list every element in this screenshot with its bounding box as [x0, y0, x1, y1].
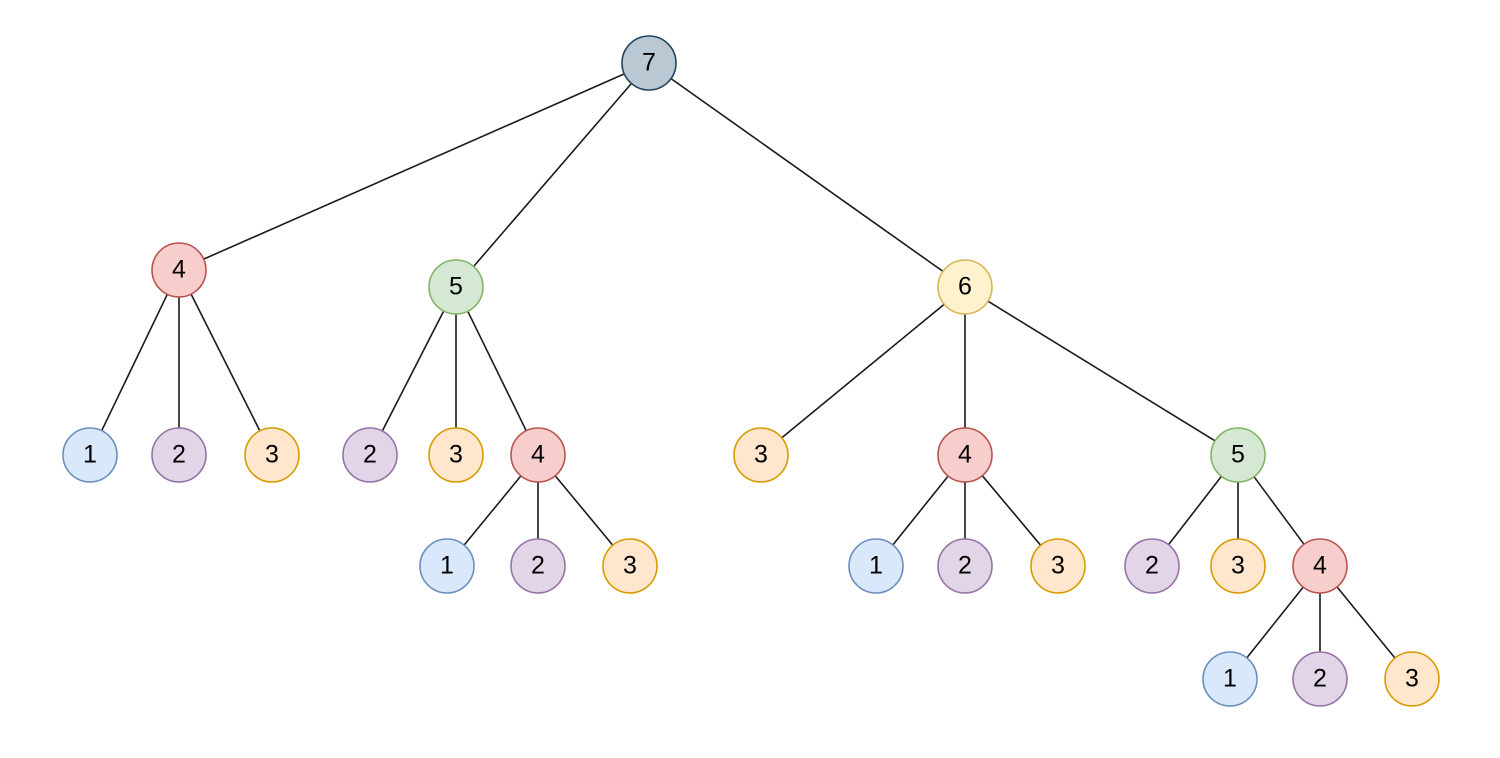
tree-edge [987, 300, 1216, 442]
tree-node-circle [1210, 427, 1266, 483]
tree-edge [670, 77, 944, 273]
tree-node-4: 4 [937, 427, 993, 483]
tree-node-label: 7 [642, 49, 656, 77]
tree-node-circle [151, 242, 207, 298]
tree-node-circle [937, 259, 993, 315]
tree-edge [190, 293, 261, 432]
tree-edge [1246, 586, 1304, 659]
tree-node-label: 5 [449, 273, 463, 301]
tree-node-2: 2 [510, 538, 566, 594]
tree-node-3: 3 [733, 427, 789, 483]
tree-node-circle [848, 538, 904, 594]
tree-node-circle [1292, 651, 1348, 707]
tree-node-5: 5 [1210, 427, 1266, 483]
tree-node-label: 3 [1051, 552, 1065, 580]
tree-edge [100, 293, 169, 432]
tree-edge [381, 310, 445, 432]
tree-node-label: 3 [1405, 665, 1419, 693]
tree-edge [1253, 476, 1305, 545]
tree-node-2: 2 [1292, 651, 1348, 707]
tree-node-3: 3 [244, 427, 300, 483]
tree-node-label: 1 [83, 441, 97, 469]
tree-node-circle [733, 427, 789, 483]
tree-edge [467, 310, 527, 432]
tree-node-circle [1030, 538, 1086, 594]
tree-node-label: 2 [1313, 665, 1327, 693]
tree-node-label: 2 [958, 552, 972, 580]
tree-node-3: 3 [1210, 538, 1266, 594]
tree-node-circle [244, 427, 300, 483]
tree-node-2: 2 [937, 538, 993, 594]
tree-node-label: 3 [754, 441, 768, 469]
tree-node-label: 2 [1145, 552, 1159, 580]
tree-node-3: 3 [1030, 538, 1086, 594]
tree-node-label: 4 [958, 441, 972, 469]
tree-node-label: 1 [869, 552, 883, 580]
tree-node-circle [342, 427, 398, 483]
tree-node-1: 1 [419, 538, 475, 594]
tree-edge [781, 303, 945, 439]
tree-node-circle [510, 538, 566, 594]
tree-node-4: 4 [1292, 538, 1348, 594]
tree-node-3: 3 [602, 538, 658, 594]
tree-node-circle [1202, 651, 1258, 707]
tree-node-label: 1 [1223, 665, 1237, 693]
tree-node-circle [937, 427, 993, 483]
tree-node-label: 5 [1231, 441, 1245, 469]
tree-node-1: 1 [848, 538, 904, 594]
tree-node-4: 4 [510, 427, 566, 483]
tree-node-label: 3 [1231, 552, 1245, 580]
tree-node-circle [428, 259, 484, 315]
tree-edge [203, 73, 625, 260]
tree-node-circle [151, 427, 207, 483]
tree-node-label: 1 [440, 552, 454, 580]
tree-node-1: 1 [62, 427, 118, 483]
tree-node-circle [62, 427, 118, 483]
tree-node-circle [1292, 538, 1348, 594]
tree-node-circle [419, 538, 475, 594]
tree-node-5: 5 [428, 259, 484, 315]
tree-edge [1336, 586, 1396, 659]
tree-node-6: 6 [937, 259, 993, 315]
tree-node-label: 2 [363, 441, 377, 469]
tree-edge [892, 475, 949, 546]
tree-node-2: 2 [342, 427, 398, 483]
tree-node-circle [1124, 538, 1180, 594]
tree-node-label: 3 [623, 552, 637, 580]
tree-edges [100, 73, 1396, 659]
tree-node-label: 4 [531, 441, 545, 469]
tree-node-3: 3 [1384, 651, 1440, 707]
tree-node-circle [937, 538, 993, 594]
tree-node-3: 3 [428, 427, 484, 483]
tree-node-circle [1210, 538, 1266, 594]
tree-node-circle [428, 427, 484, 483]
tree-node-1: 1 [1202, 651, 1258, 707]
tree-node-2: 2 [151, 427, 207, 483]
tree-node-label: 2 [172, 441, 186, 469]
tree-node-circle [621, 35, 677, 91]
tree-edge [472, 82, 633, 268]
tree-node-7: 7 [621, 35, 677, 91]
tree-edge [463, 475, 522, 546]
tree-edge [981, 475, 1042, 546]
tree-nodes: 7 4 1 2 3 5 2 3 4 1 2 3 6 3 4 1 2 3 5 2 3 4 1 2 3 [62, 35, 1440, 707]
tree-node-circle [602, 538, 658, 594]
tree-node-label: 4 [1313, 552, 1327, 580]
tree-edge [554, 475, 614, 546]
tree-edge [1167, 475, 1223, 546]
tree-node-label: 3 [449, 441, 463, 469]
tree-node-4: 4 [151, 242, 207, 298]
tree-node-label: 6 [958, 273, 972, 301]
tree-node-circle [510, 427, 566, 483]
tree-node-label: 3 [265, 441, 279, 469]
tree-node-label: 4 [172, 256, 186, 284]
tree-node-circle [1384, 651, 1440, 707]
tree-node-2: 2 [1124, 538, 1180, 594]
tree-node-label: 2 [531, 552, 545, 580]
